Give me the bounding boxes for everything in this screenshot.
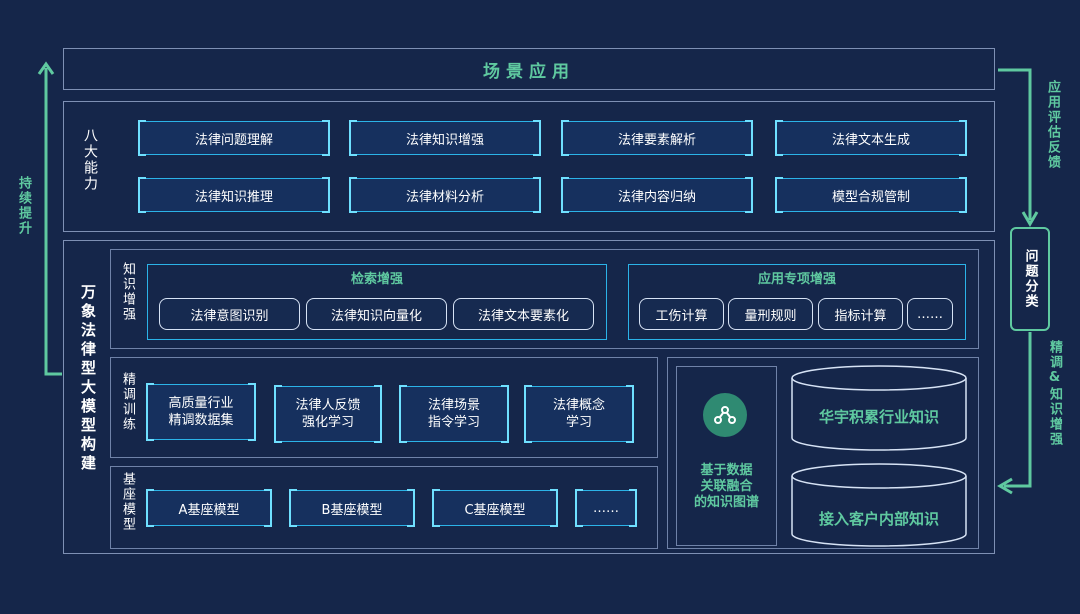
ability-item: 法律问题理解 (138, 120, 330, 156)
scene-application-title: 场景应用 (483, 61, 575, 82)
fine-tune-item: 法律场景 指令学习 (399, 385, 509, 443)
right-top-arrow-label: 应用评估反馈 (1045, 80, 1060, 170)
fine-tune-item: 法律人反馈 强化学习 (274, 385, 382, 443)
database-cylinder-icon (791, 365, 967, 451)
base-models-title: 基座模型 (120, 472, 135, 532)
database-cylinder-icon (791, 463, 967, 547)
fine-tune-item: 法律概念 学习 (524, 385, 634, 443)
application-item: …… (907, 298, 953, 330)
fine-tune-title: 精调训练 (120, 372, 135, 432)
fine-tune-item-line: 精调数据集 (168, 413, 234, 428)
database-label: 华宇积累行业知识 (818, 408, 939, 426)
retrieval-item: 法律知识向量化 (306, 298, 447, 330)
right-top-arrow (998, 68, 1039, 227)
fine-tune-item-line: 法律场景 (427, 398, 480, 413)
model-build-section (63, 240, 995, 554)
right-bottom-arrow-label: 精调&知识增强 (1047, 340, 1062, 447)
fine-tune-item-line: 学习 (565, 415, 592, 430)
application-item: 量刑规则 (728, 298, 813, 330)
knowledge-graph-section (667, 357, 979, 549)
question-classification-label: 问题分类 (1022, 249, 1038, 309)
knowledge-enhance-section (110, 249, 979, 349)
base-model-item: C基座模型 (432, 489, 558, 527)
ability-item: 法律知识增强 (349, 120, 541, 156)
retrieval-enhance-panel (147, 264, 607, 340)
base-model-item: …… (575, 489, 637, 527)
left-arrow-label: 持续提升 (16, 176, 31, 236)
ability-item: 法律内容归纳 (561, 177, 753, 213)
retrieval-enhance-title: 检索增强 (350, 272, 403, 287)
application-enhance-title: 应用专项增强 (757, 272, 836, 287)
fine-tune-section (110, 357, 658, 458)
scene-application-bar: 场景应用 (63, 48, 995, 90)
ability-item: 模型合规管制 (775, 177, 967, 213)
fine-tune-item-line: 高质量行业 (168, 396, 234, 411)
ability-item: 法律材料分析 (349, 177, 541, 213)
application-enhance-panel (628, 264, 966, 340)
right-bottom-arrow (997, 332, 1032, 495)
fine-tune-item-line: 指令学习 (427, 415, 480, 430)
fine-tune-item-line: 法律概念 (552, 398, 605, 413)
eight-abilities-title: 八大能力 (82, 128, 98, 192)
base-models-section (110, 466, 658, 549)
left-feedback-arrow (37, 61, 62, 376)
base-model-item: A基座模型 (146, 489, 272, 527)
base-model-item: B基座模型 (289, 489, 415, 527)
application-item: 工伤计算 (639, 298, 724, 330)
knowledge-graph-label-line: 关联融合 (700, 479, 753, 494)
ability-item: 法律知识推理 (138, 177, 330, 213)
question-classification-box: 问题分类 (1010, 227, 1050, 331)
knowledge-graph-label: 基于数据 关联融合 的知识图谱 (676, 463, 777, 511)
database-label: 接入客户内部知识 (818, 510, 939, 528)
knowledge-enhance-title: 知识增强 (120, 262, 135, 322)
knowledge-graph-label-line: 基于数据 (700, 463, 753, 478)
ability-item: 法律文本生成 (775, 120, 967, 156)
application-item: 指标计算 (818, 298, 903, 330)
ability-item: 法律要素解析 (561, 120, 753, 156)
knowledge-graph-label-line: 的知识图谱 (693, 495, 759, 510)
fine-tune-item: 高质量行业 精调数据集 (146, 383, 256, 441)
model-build-title: 万象法律型大模型构建 (79, 284, 97, 474)
knowledge-graph-panel (676, 366, 777, 546)
graph-share-icon (703, 393, 747, 437)
fine-tune-item-line: 强化学习 (301, 415, 354, 430)
fine-tune-item-line: 法律人反馈 (295, 398, 361, 413)
eight-abilities-section (63, 101, 995, 232)
retrieval-item: 法律文本要素化 (453, 298, 594, 330)
retrieval-item: 法律意图识别 (159, 298, 300, 330)
